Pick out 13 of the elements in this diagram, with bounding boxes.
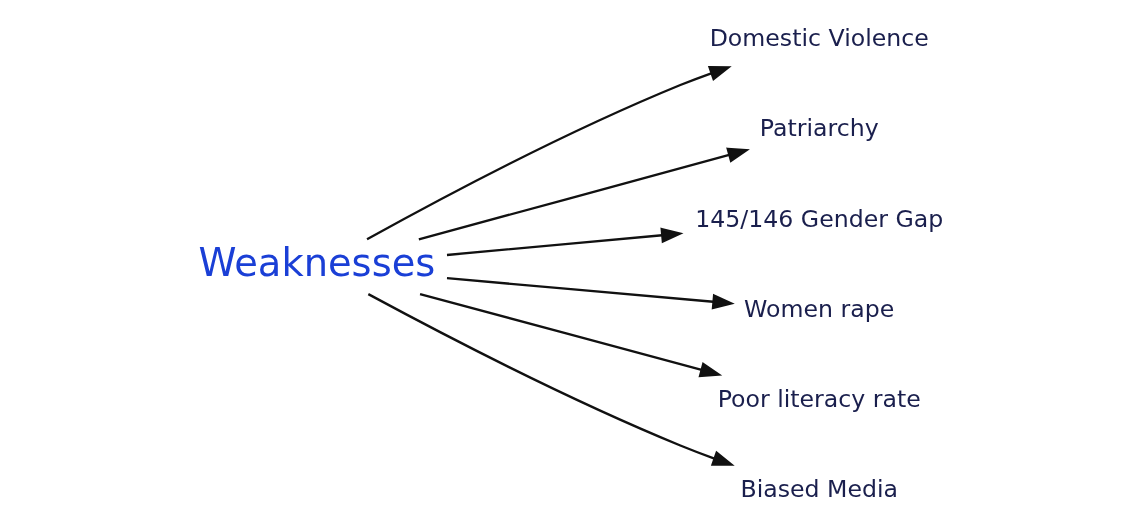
node-text: Patriarchy bbox=[759, 114, 879, 143]
node-text: Weaknesses bbox=[198, 240, 435, 286]
node-text: Poor literacy rate bbox=[717, 384, 921, 413]
arrow bbox=[365, 66, 732, 241]
node-text: 145/146 Gender Gap bbox=[694, 204, 943, 233]
arrow bbox=[418, 147, 750, 241]
node-text: Domestic Violence bbox=[709, 24, 929, 53]
arrow bbox=[419, 292, 722, 378]
arrow bbox=[367, 293, 735, 466]
node-text: Women rape bbox=[743, 294, 894, 323]
arrow bbox=[446, 227, 683, 257]
arrow bbox=[446, 277, 735, 310]
node-text: Biased Media bbox=[739, 474, 898, 503]
